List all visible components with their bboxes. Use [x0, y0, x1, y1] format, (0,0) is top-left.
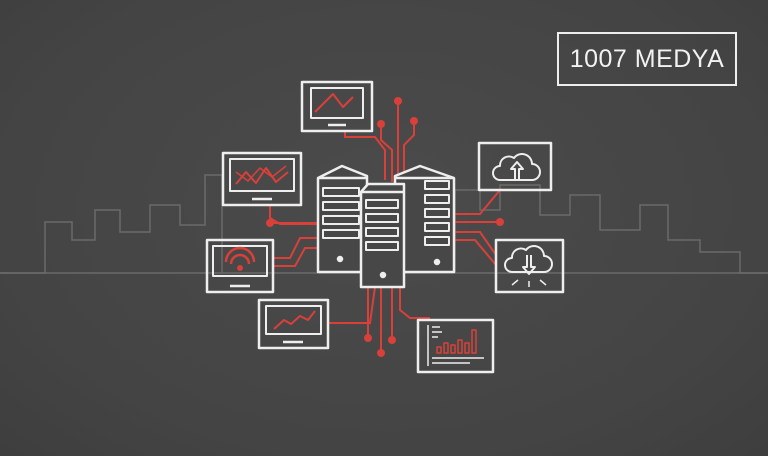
bar-chart-report-icon: [416, 318, 495, 374]
monitor-network-chart-icon: [221, 151, 303, 207]
server-rack-icon: [393, 164, 456, 274]
monitor-line-chart-icon: [300, 80, 374, 133]
cloud-upload-icon: [477, 141, 553, 192]
circuit-lines: [268, 102, 501, 350]
cloud-download-icon: [494, 238, 565, 294]
monitor-wifi-icon: [205, 238, 275, 294]
brand-logo: 1007 MEDYA: [557, 32, 737, 86]
server-rack-icon: [316, 164, 369, 274]
server-rack-icon: [359, 182, 406, 289]
monitor-trend-icon: [257, 298, 330, 350]
circuit-nodes: [266, 97, 504, 357]
